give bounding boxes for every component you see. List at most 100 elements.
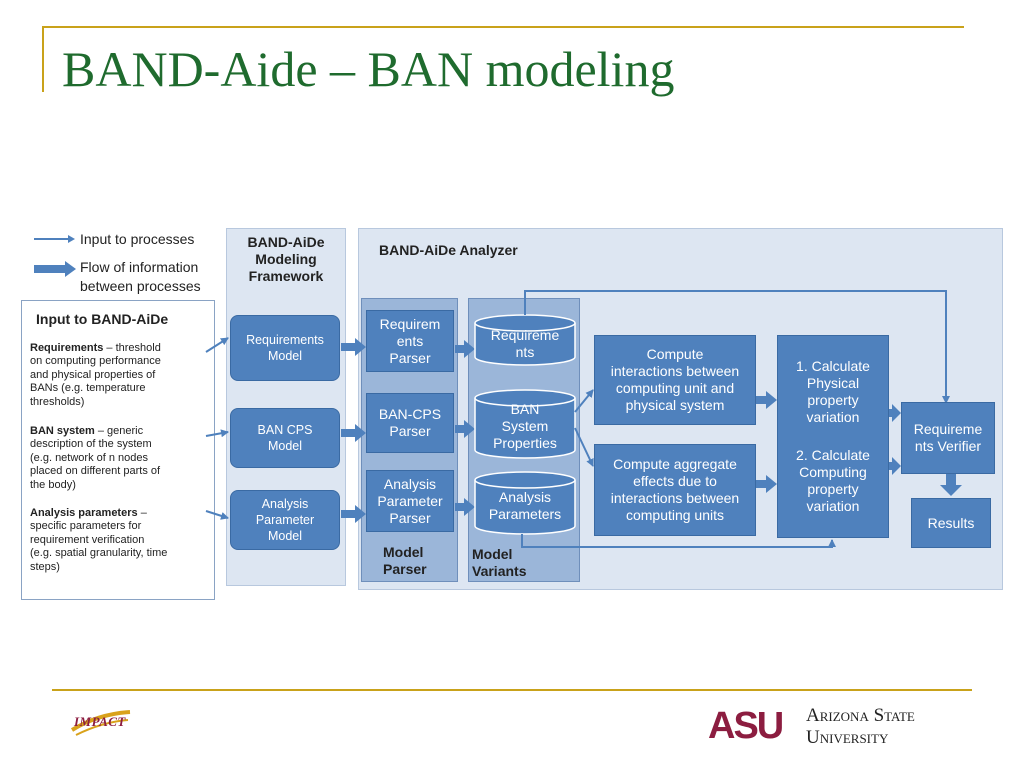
input-item-ban-system: BAN system – generic description of the … <box>30 425 214 492</box>
thin-arrow-icon <box>34 235 75 243</box>
bottom-gold-rule <box>52 689 972 691</box>
variant-label-line: System <box>501 417 549 434</box>
flow-arrow-calc-to-verifier-1 <box>889 404 901 422</box>
variant-label-line: Requireme <box>490 327 560 343</box>
asu-name-line1: Arizona State <box>806 705 915 726</box>
model-label-line: Model <box>267 439 303 453</box>
compute-label-line: interactions between <box>610 490 740 506</box>
input-desc-line: (e.g. network of n nodes <box>30 451 149 464</box>
compute-label-line: effects due to <box>633 473 717 489</box>
input-desc-line: BANs (e.g. temperature <box>30 382 146 395</box>
analyzer-heading: BAND-AiDe Analyzer <box>379 242 518 258</box>
input-desc-line: – <box>140 507 147 519</box>
legend-flow-label-line2: between processes <box>80 278 201 294</box>
calculate-physical-item: 1. Calculate Physical property variation <box>796 358 870 426</box>
impact-logo-text: IMPACT <box>74 714 126 729</box>
asu-name-line2: University <box>806 727 889 748</box>
analysis-to-calculate-line <box>521 534 836 548</box>
input-desc-line: (e.g. spatial granularity, time <box>30 547 168 560</box>
input-term: BAN system <box>30 425 95 437</box>
calculate-label-line: variation <box>806 408 860 425</box>
calculate-label-line: variation <box>806 498 860 515</box>
model-variants-footer: Model Variants <box>472 546 526 580</box>
asu-monogram: ASU <box>708 705 784 747</box>
calculate-label-line: Physical <box>806 374 860 391</box>
calculate-label-line: property <box>807 391 859 408</box>
flow-arrow-parser-to-variant-3 <box>455 498 475 516</box>
impact-logo: IMPACT <box>68 708 134 738</box>
input-desc-line: and physical properties of <box>30 368 156 381</box>
legend-input-label: Input to processes <box>80 231 195 247</box>
input-desc-line: on computing performance <box>30 355 161 368</box>
input-arrow-requirements <box>205 337 229 353</box>
verifier-label-line: Requireme <box>913 421 983 437</box>
calculate-variation-box: 1. Calculate Physical property variation… <box>777 335 889 538</box>
flow-arrow-parser-to-variant-1 <box>455 340 475 358</box>
input-desc-line: – threshold <box>106 342 161 354</box>
legend-flow-label-line1: Flow of information <box>80 259 199 275</box>
parser-label-line: Parser <box>389 509 431 526</box>
model-label-line: Model <box>267 529 303 543</box>
parser-label-line: BAN-CPS <box>378 406 442 422</box>
parser-label-line: Parser <box>389 423 431 439</box>
title-gold-accent <box>42 26 44 92</box>
variant-label-line: BAN <box>510 400 540 417</box>
results-box: Results <box>911 498 991 548</box>
input-desc-line: placed on different parts of <box>30 465 161 478</box>
model-label-line: BAN CPS <box>257 423 313 437</box>
parser-label-line: Analysis <box>383 475 437 492</box>
parser-label-line: Parser <box>389 349 431 366</box>
parser-label-line: ents <box>396 332 424 349</box>
input-item-requirements: Requirements – threshold on computing pe… <box>30 342 214 409</box>
variant-label-line: Properties <box>493 434 557 451</box>
column-footer-line: Model <box>383 544 424 560</box>
ban-system-properties-cylinder <box>474 389 576 459</box>
flow-arrow-verifier-to-results <box>940 474 962 496</box>
input-item-analysis-parameters: Analysis parameters – specific parameter… <box>30 507 214 574</box>
input-term: Requirements <box>30 342 104 354</box>
flow-arrow-model-to-parser-3 <box>341 505 366 523</box>
input-desc-line: requirement verification <box>30 533 145 546</box>
compute-label-line: Compute <box>646 346 704 362</box>
parser-label-line: Parameter <box>377 492 443 509</box>
input-desc-line: steps) <box>30 560 60 573</box>
input-panel-heading: Input to BAND-AiDe <box>36 311 169 327</box>
input-arrow-ban-system <box>205 429 229 438</box>
thick-arrow-icon <box>34 261 76 277</box>
framework-heading: BAND-AiDe Modeling Framework <box>226 234 346 285</box>
compute-label-line: computing units <box>625 507 725 523</box>
parser-label-line: Requirem <box>379 315 441 332</box>
input-desc-line: the body) <box>30 478 76 491</box>
results-label: Results <box>927 514 975 531</box>
requirements-to-verifier-line <box>524 290 950 404</box>
input-term: Analysis parameters <box>30 507 138 519</box>
model-label-line: Requirements <box>246 333 324 347</box>
analysis-parameters-cylinder <box>474 471 576 535</box>
framework-heading-line: Framework <box>248 268 324 284</box>
flow-arrow-model-to-parser-1 <box>341 338 366 356</box>
compute-label-line: computing unit and <box>615 380 735 396</box>
impact-swoosh-icon <box>70 710 131 736</box>
legend: Input to processes Flow of information b… <box>30 228 230 298</box>
flow-arrow-compute-to-calc-2 <box>755 475 777 493</box>
calculate-label-line: property <box>807 481 859 498</box>
top-gold-rule <box>42 26 964 28</box>
input-desc-line: description of the system <box>30 438 152 451</box>
column-footer-line: Variants <box>472 563 527 579</box>
model-parser-footer: Model Parser <box>383 544 427 578</box>
ban-to-compute-1-line <box>574 389 594 413</box>
model-label-line: Analysis <box>261 497 309 511</box>
requirements-variant-cylinder <box>474 314 576 366</box>
